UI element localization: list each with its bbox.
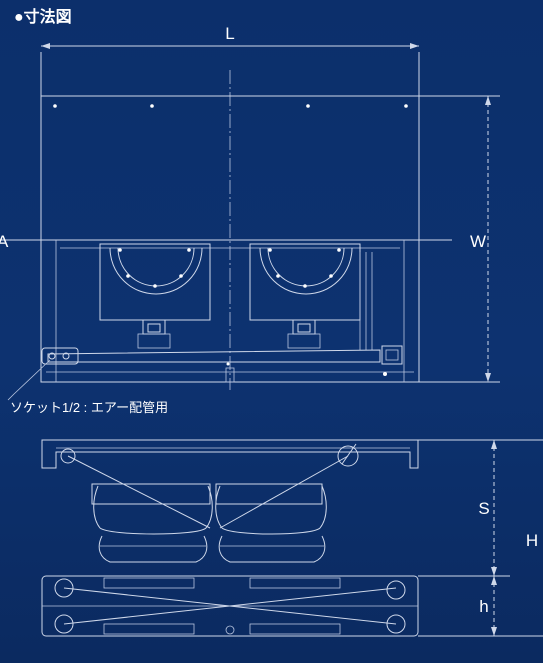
socket-label: ソケット1/2 : エアー配管用 [10,400,168,415]
drawing-title: ●寸法図 [14,7,72,26]
side-view [41,439,419,637]
label-A: A [0,232,9,251]
top-view [0,70,452,401]
dimension-side [418,439,543,637]
label-H: H [526,531,538,550]
label-h: h [479,597,488,616]
label-S: S [478,499,489,518]
dimension-W: W [419,95,500,383]
dimension-L: L [40,24,420,96]
label-W: W [470,232,486,251]
label-L: L [225,24,234,43]
